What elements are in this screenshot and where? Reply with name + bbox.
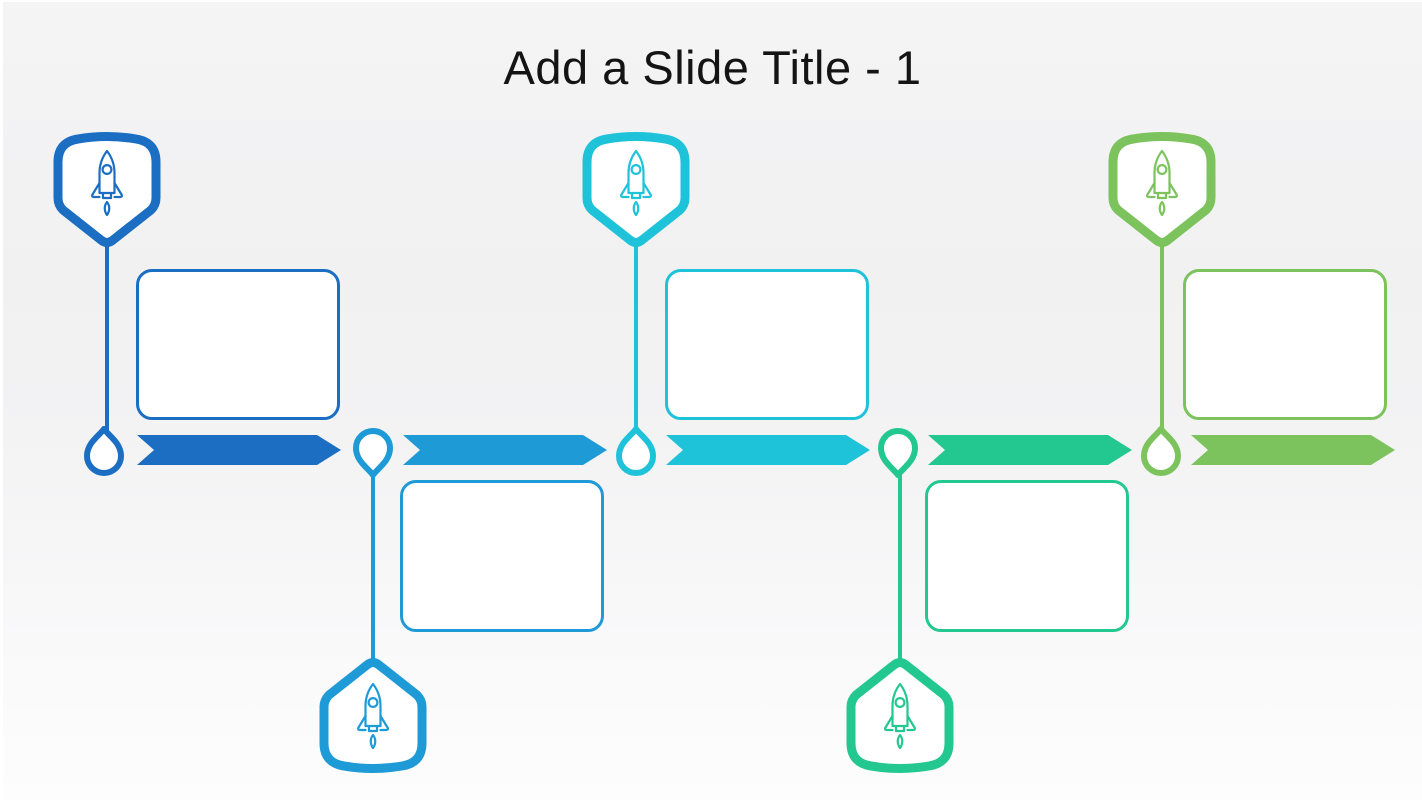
timeline-pin-5	[1138, 426, 1184, 476]
badge-connector-line-3	[634, 242, 638, 432]
rocket-icon	[352, 681, 394, 753]
badge-connector-line-4	[898, 472, 902, 662]
timeline-pin-2	[350, 428, 396, 478]
milestone-text-box-1[interactable]	[136, 269, 340, 420]
timeline-pin-3	[613, 426, 659, 476]
timeline-arrow-3	[666, 435, 870, 465]
milestone-badge-1[interactable]	[42, 128, 172, 258]
milestone-badge-5[interactable]	[1097, 128, 1227, 258]
milestone-text-box-5[interactable]	[1183, 269, 1387, 420]
badge-connector-line-2	[371, 472, 375, 662]
milestone-text-box-3[interactable]	[665, 269, 869, 420]
timeline-arrow-5	[1191, 435, 1395, 465]
badge-connector-line-5	[1160, 242, 1164, 432]
rocket-icon	[615, 148, 657, 220]
timeline-pin-4	[875, 428, 921, 478]
rocket-icon	[86, 148, 128, 220]
milestone-badge-3[interactable]	[571, 128, 701, 258]
rocket-icon	[879, 681, 921, 753]
slide-title[interactable]: Add a Slide Title - 1	[503, 41, 922, 94]
badge-connector-line-1	[105, 242, 109, 432]
milestone-text-box-4[interactable]	[925, 480, 1129, 632]
timeline-pin-1	[81, 426, 127, 476]
rocket-icon	[1141, 148, 1183, 220]
timeline-arrow-4	[928, 435, 1132, 465]
timeline-arrow-1	[137, 435, 341, 465]
milestone-badge-4[interactable]	[835, 647, 965, 777]
milestone-text-box-2[interactable]	[400, 480, 604, 632]
timeline-arrow-2	[403, 435, 607, 465]
milestone-badge-2[interactable]	[308, 647, 438, 777]
